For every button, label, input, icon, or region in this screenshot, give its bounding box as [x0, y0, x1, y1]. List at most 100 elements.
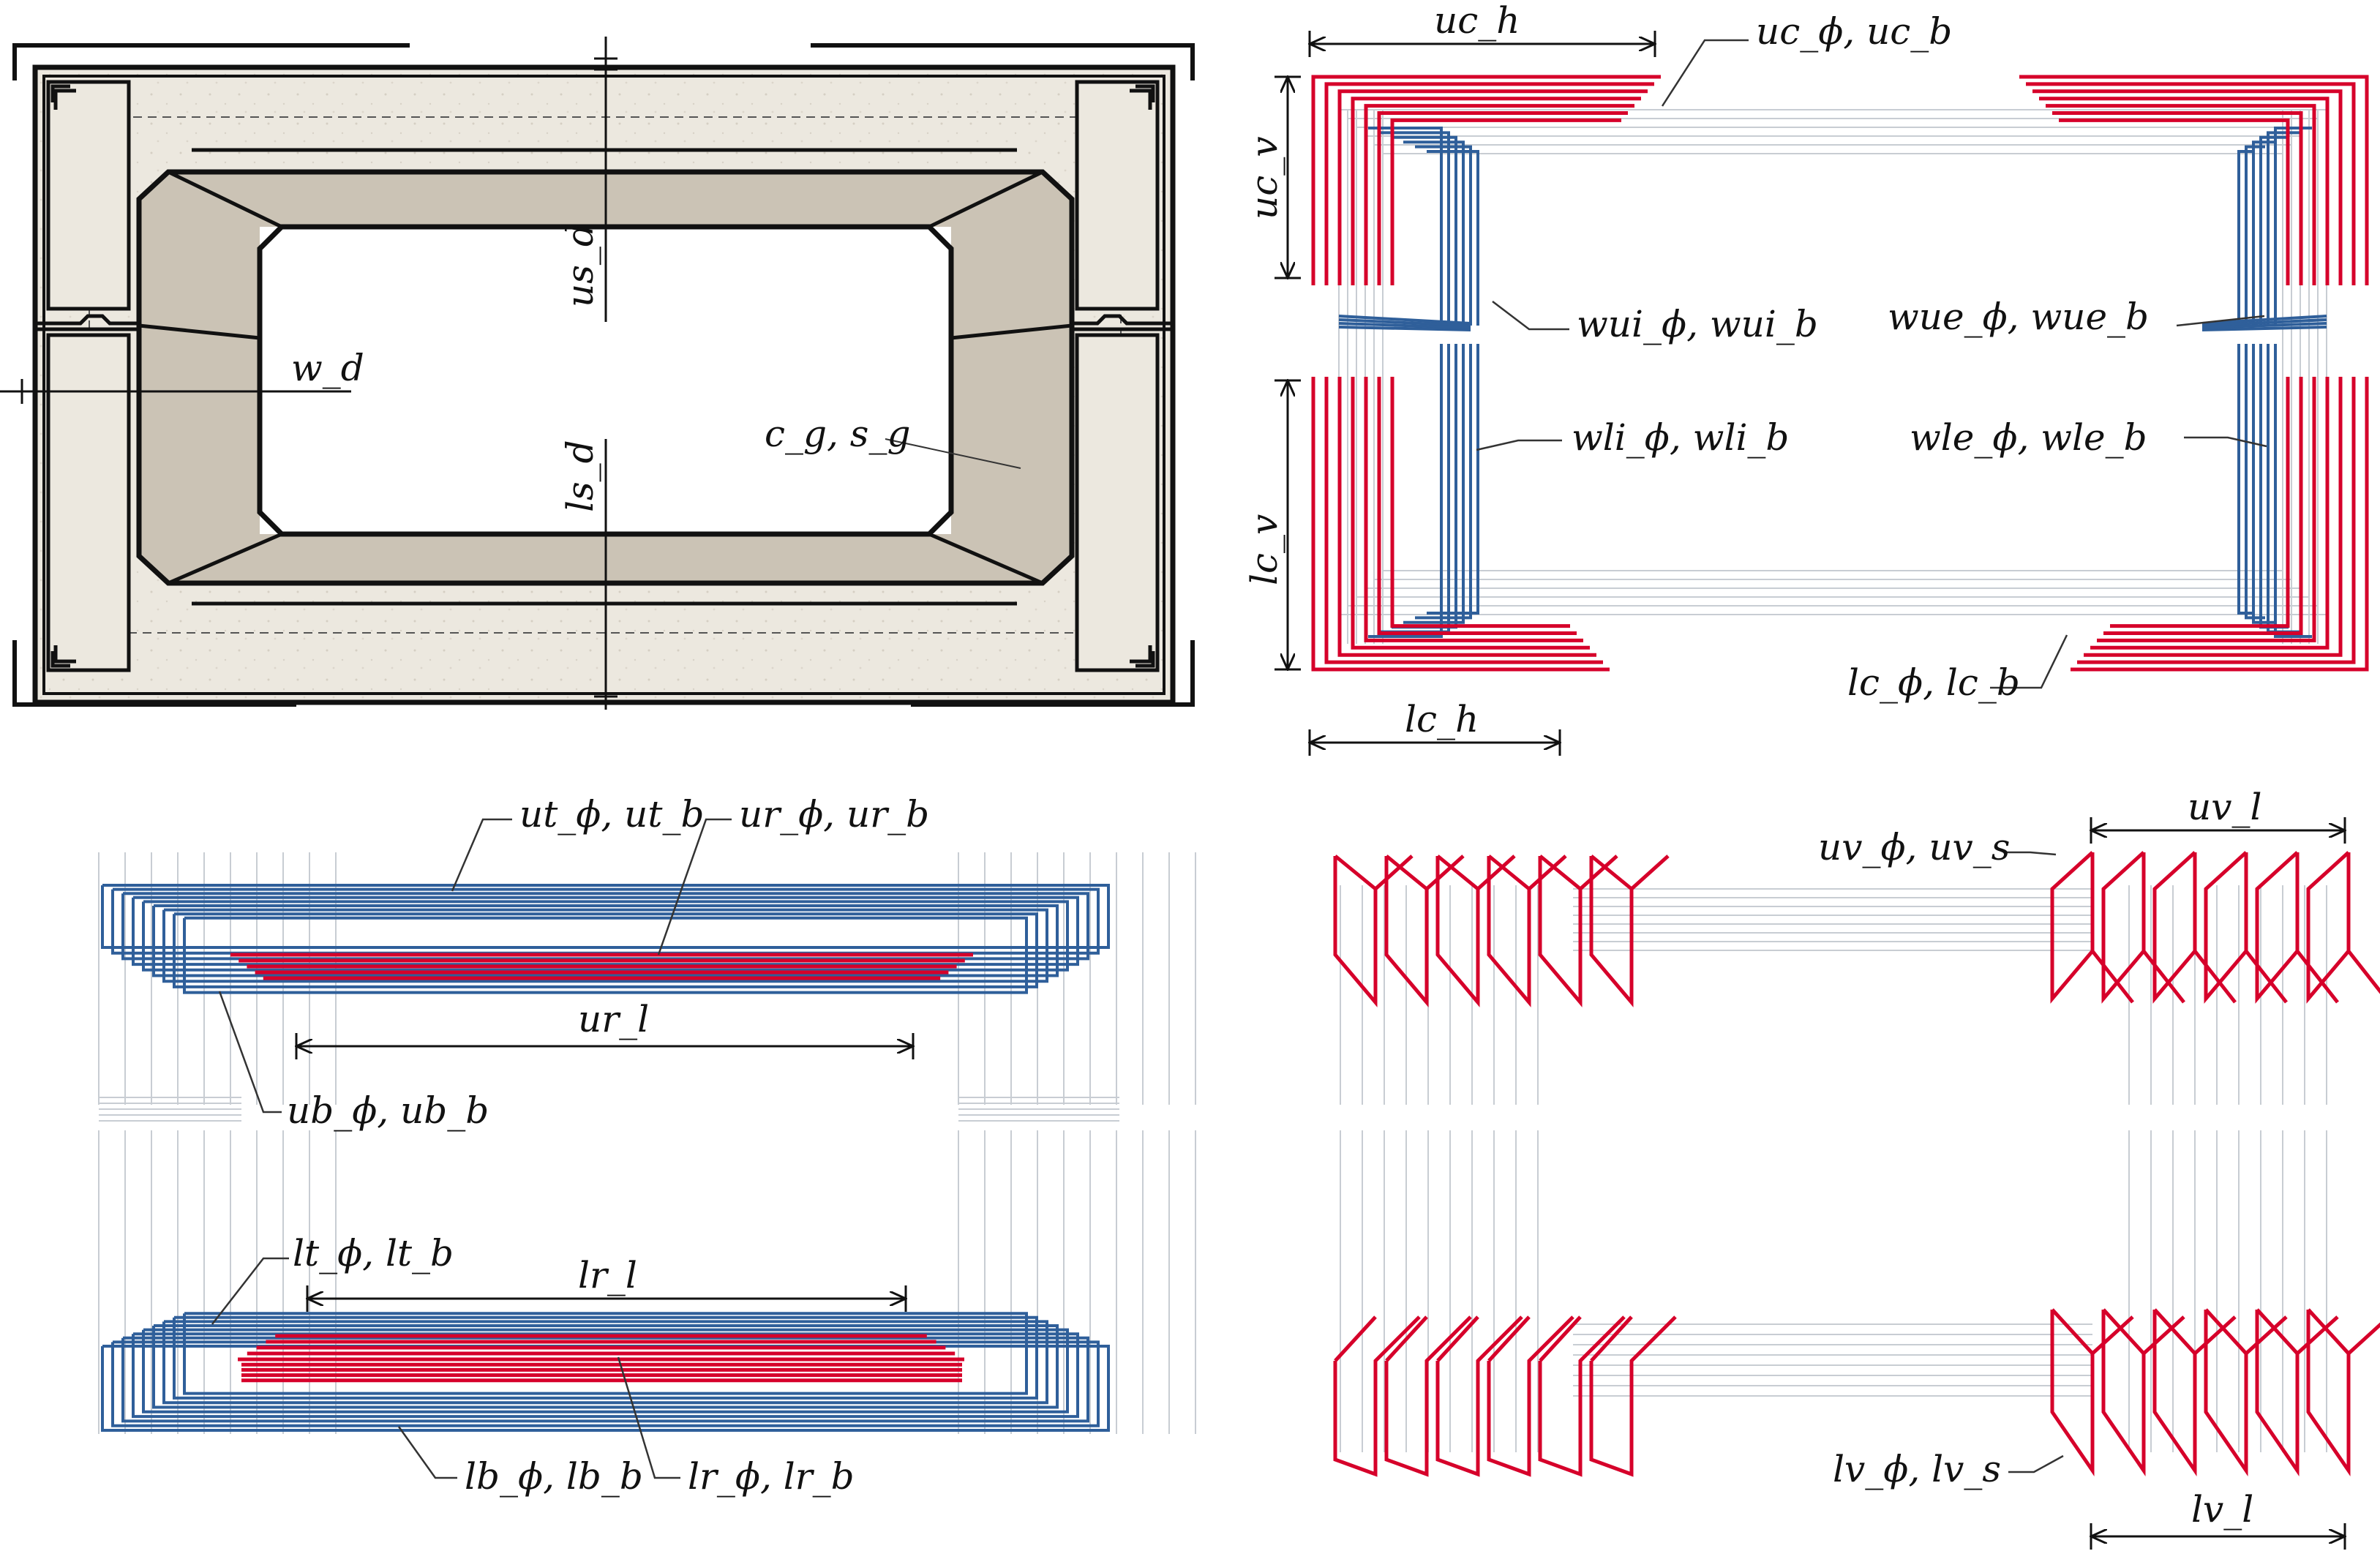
stirrup-panel: uv_ϕ, uv_s uv_l lv_ϕ, lv_s lv_l: [1333, 786, 2380, 1550]
corner-bar-bottom-left: [1351, 377, 1590, 650]
corner-bar-top-left: [1311, 75, 1661, 285]
upper-left-stirrup: [1538, 855, 1583, 1007]
lc-v-label: lc_v: [1243, 514, 1285, 585]
opening-outline: [257, 224, 954, 537]
corner-bar-bottom-right: [2110, 377, 2290, 628]
lc-phi-b-label: lc_ϕ, lc_b: [1847, 661, 2020, 704]
pier-bottom-right: [1075, 333, 1160, 672]
haunch-lines: [138, 170, 1073, 585]
us-d-label: us_d: [559, 223, 601, 307]
uc-v-label: uc_v: [1243, 137, 1285, 219]
web-bar-lower-left: [1427, 344, 1479, 615]
lower-right-stirrup: [2142, 1315, 2185, 1355]
lower-slab-loop: [183, 1312, 1028, 1395]
lower-slab-loop: [173, 1315, 1038, 1400]
web-bar-upper-right: [2274, 127, 2312, 326]
upper-left-stirrup: [1476, 855, 1516, 890]
lower-left-stirrup: [1487, 1315, 1574, 1477]
corner-bar-top-right: [2059, 118, 2290, 285]
corner-bar-bottom-right: [2090, 377, 2330, 650]
upper-slab-loop: [111, 887, 1100, 955]
corner-bar-bottom-left: [1377, 377, 1577, 635]
web-bar-upper-right: [2259, 135, 2289, 326]
lower-left-stirrup: [1385, 1315, 1428, 1362]
lr-label: lr_ϕ, lr_b: [688, 1455, 855, 1498]
upper-slab-loop: [183, 916, 1028, 994]
ls-d-label: ls_d: [559, 440, 601, 512]
horizontal-dimension: [0, 379, 351, 404]
pier-blocks: [46, 80, 1160, 672]
lower-left-stirrup: [1436, 1315, 1479, 1362]
corner-bar-top-left: [1377, 111, 1628, 285]
upper-left-stirrup: [1589, 855, 1634, 1007]
upper-left-stirrup: [1528, 855, 1567, 890]
slab-dimensions: [296, 1033, 913, 1312]
lower-right-stirrup: [2245, 1315, 2288, 1355]
upper-right-stirrup: [2193, 950, 2237, 1004]
corner-bar-top-right: [2026, 82, 2356, 285]
upper-left-stirrup: [1579, 855, 1618, 890]
lr-l-label: lr_l: [578, 1254, 637, 1296]
ub-label: ub_ϕ, ub_b: [287, 1089, 489, 1132]
lt-label: lt_ϕ, lt_b: [293, 1232, 454, 1274]
web-bar-lower-left: [1368, 344, 1443, 638]
upper-slab-loop: [121, 892, 1089, 961]
stirrups: [1333, 851, 2380, 1477]
lower-right-stirrup: [2255, 1308, 2300, 1477]
upper-left-stirrup: [1384, 855, 1429, 1007]
upper-slab-loop: [173, 912, 1038, 988]
uc-phi-b-label: uc_ϕ, uc_b: [1756, 10, 1952, 53]
web-bar-lower-right: [2245, 344, 2265, 620]
corner-bar-bottom-left: [1324, 377, 1603, 664]
lower-left-stirrup: [1334, 1315, 1377, 1362]
web-splice-right: [2201, 322, 2327, 329]
web-bar-lower-right: [2237, 344, 2253, 615]
lc-h-label: lc_h: [1405, 698, 1479, 740]
wui-label: wui_ϕ, wui_b: [1577, 303, 1818, 345]
vertical-dimension: [594, 37, 617, 710]
lower-left-stirrup: [1384, 1315, 1472, 1477]
lower-left-stirrup: [1539, 1315, 1582, 1362]
pier-top-right: [1075, 80, 1160, 311]
upper-left-stirrup: [1333, 855, 1378, 1007]
web-bar-upper-right: [2267, 131, 2300, 326]
web-splice-right: [2201, 318, 2327, 327]
upper-slab-loop: [132, 895, 1079, 966]
corner-bar-top-left: [1351, 97, 1641, 285]
wle-label: wle_ϕ, wle_b: [1910, 416, 2147, 459]
lv-l-label: lv_l: [2191, 1488, 2253, 1531]
web-bars: [1338, 127, 2327, 638]
mid-joints: [35, 314, 1173, 331]
upper-right-stirrup: [2347, 950, 2380, 994]
upper-right-stirrup: [2142, 950, 2185, 1004]
upper-right-stirrup: [2306, 851, 2351, 1004]
stirrup-dimensions: [2091, 817, 2345, 1550]
web-bar-upper-left: [1403, 140, 1465, 326]
corner-ghost-outline: [1338, 109, 2327, 644]
uv-phi-s-label: uv_ϕ, uv_s: [1818, 826, 2010, 868]
lower-right-stirrup: [2204, 1308, 2248, 1477]
upper-right-stirrup: [2296, 950, 2339, 1004]
web-splice-left: [1338, 315, 1471, 325]
lower-left-stirrup: [1590, 1315, 1633, 1362]
corner-bar-top-left: [1337, 89, 1648, 285]
web-bar-lower-left: [1392, 344, 1457, 629]
corner-bar-top-right: [2039, 97, 2330, 285]
corner-bars-panel: uc_h uc_ϕ, uc_b uc_v wui_ϕ, wui_b wue_ϕ,…: [1243, 0, 2369, 756]
lower-right-stirrup: [2050, 1308, 2095, 1477]
upper-right-stirrup: [2091, 950, 2134, 1004]
upper-right-stirrup: [2101, 851, 2146, 1004]
web-bar-lower-right: [2252, 344, 2277, 624]
lower-left-stirrup: [1435, 1315, 1523, 1477]
upper-slab-loop: [101, 884, 1110, 949]
corner-bar-bottom-left: [1390, 377, 1570, 628]
corner-bar-top-left: [1390, 118, 1621, 285]
corner-bar-bottom-right: [2071, 377, 2369, 672]
upper-right-stirrup: [2255, 851, 2300, 1004]
slab-reinforcement-bars: [230, 953, 973, 1383]
corner-bar-bottom-left: [1337, 377, 1596, 657]
upper-right-stirrup: [2050, 851, 2095, 1004]
lower-right-stirrup: [2347, 1322, 2380, 1355]
lower-left-stirrup: [1333, 1315, 1421, 1477]
